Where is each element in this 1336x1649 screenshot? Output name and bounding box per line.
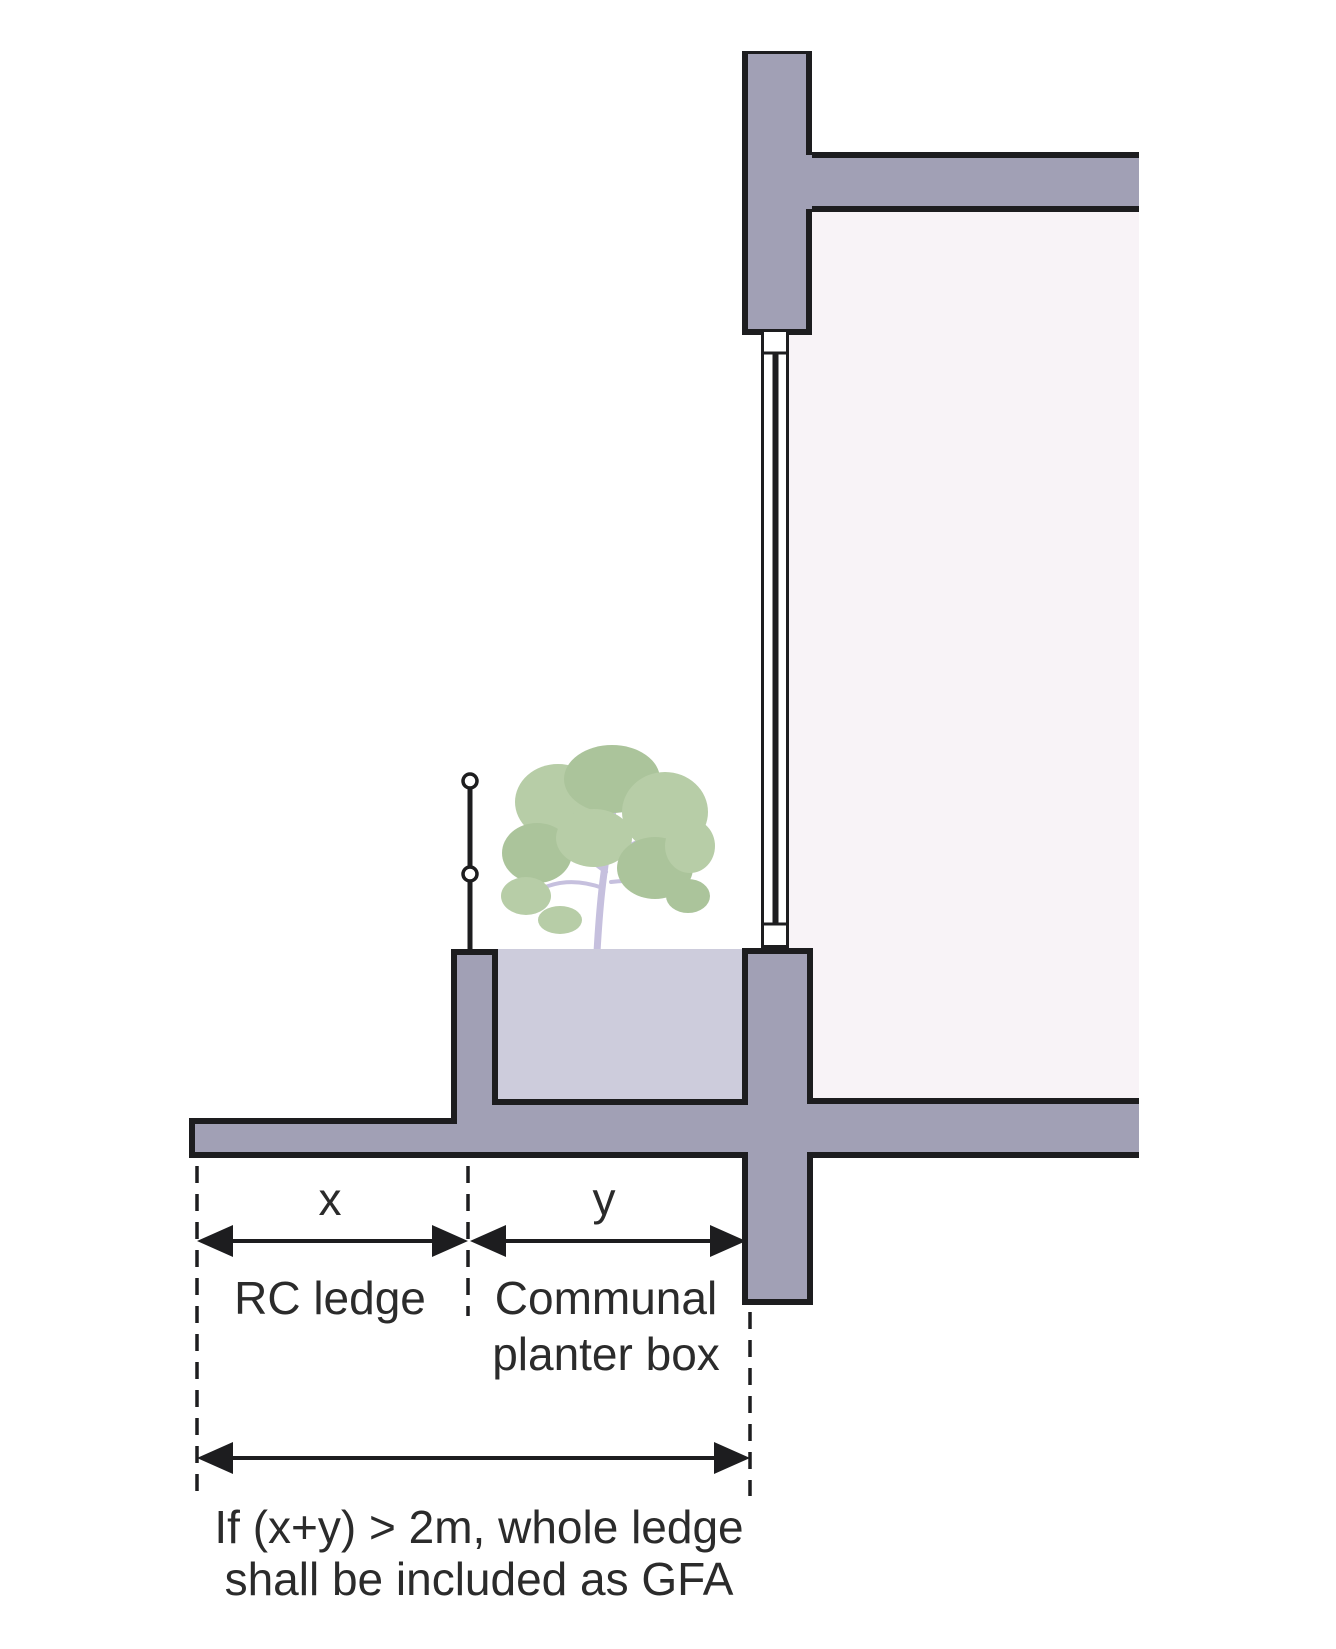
floor-top-border bbox=[807, 1098, 1139, 1104]
planter-label-line1: Communal bbox=[495, 1272, 717, 1324]
upper-slab-top-border bbox=[742, 152, 1139, 158]
tree-foliage bbox=[666, 879, 710, 913]
arrow-left-icon bbox=[197, 1442, 233, 1474]
railing-knob bbox=[461, 865, 479, 883]
tree-icon bbox=[501, 745, 715, 956]
lower-wall-bottom-border bbox=[742, 1299, 813, 1305]
tree-foliage bbox=[556, 809, 632, 867]
ledge-left-end-border bbox=[189, 1118, 195, 1158]
railing-icon bbox=[461, 772, 479, 952]
annotation-labels: x y RC ledge Communal planter box If (x+… bbox=[214, 1173, 743, 1605]
arrow-left-icon bbox=[197, 1225, 233, 1257]
upper-wall-fill bbox=[742, 51, 812, 335]
planter-soil bbox=[498, 949, 742, 1102]
window-head-divider bbox=[762, 351, 788, 355]
floor-slab-fill bbox=[810, 1098, 1139, 1158]
dimension-total bbox=[197, 1442, 750, 1474]
floor-bottom-border bbox=[813, 1152, 1139, 1158]
planter-left-wall-outer-border bbox=[451, 949, 457, 1124]
planter-label-line2: planter box bbox=[492, 1328, 720, 1380]
arrow-right-icon bbox=[714, 1442, 750, 1474]
planter-soil-bottom-border bbox=[492, 1099, 748, 1105]
planter-left-wall-top-border bbox=[451, 949, 498, 955]
lower-wall-top-border bbox=[742, 948, 813, 954]
upper-wall-right-border bbox=[806, 209, 812, 335]
lower-wall-left-border bbox=[742, 948, 748, 1105]
arrow-left-icon bbox=[470, 1225, 506, 1257]
tree-foliage bbox=[538, 906, 582, 934]
upper-wall-left-border bbox=[742, 51, 748, 335]
upper-wall-top-border bbox=[742, 51, 812, 54]
lower-wall-fill bbox=[742, 948, 813, 1305]
arrow-right-icon bbox=[432, 1225, 468, 1257]
window-glazing-bar bbox=[772, 354, 779, 923]
dim-y-label: y bbox=[593, 1173, 616, 1225]
dim-x-label: x bbox=[319, 1173, 342, 1225]
lower-wall-right-border bbox=[807, 948, 813, 1104]
upper-wall-right-border bbox=[806, 51, 812, 155]
upper-slab-bottom-border bbox=[742, 206, 1139, 212]
gfa-note-line2: shall be included as GFA bbox=[225, 1553, 734, 1605]
gfa-note-line1: If (x+y) > 2m, whole ledge bbox=[214, 1501, 743, 1553]
window-sill-divider bbox=[762, 922, 788, 926]
tree-foliage bbox=[501, 877, 551, 915]
tree-foliage bbox=[502, 823, 572, 883]
planter-left-wall-inner-border bbox=[492, 949, 498, 1105]
ledge-top-border bbox=[189, 1118, 457, 1124]
arrow-right-icon bbox=[710, 1225, 746, 1257]
railing-knob bbox=[461, 772, 479, 790]
rc-ledge-label: RC ledge bbox=[234, 1272, 426, 1324]
dimension-y bbox=[470, 1225, 746, 1257]
dimension-x bbox=[197, 1225, 468, 1257]
lower-wall-right-border bbox=[807, 1152, 813, 1305]
window bbox=[761, 329, 789, 948]
planter-and-ledge bbox=[189, 948, 1139, 1305]
extension-lines bbox=[195, 1166, 752, 1496]
tree-foliage bbox=[665, 819, 715, 873]
interior-region bbox=[788, 212, 1139, 1098]
lower-wall-left-border bbox=[742, 1152, 748, 1305]
ledge-bottom-border bbox=[189, 1152, 742, 1158]
upper-wall bbox=[742, 51, 812, 335]
